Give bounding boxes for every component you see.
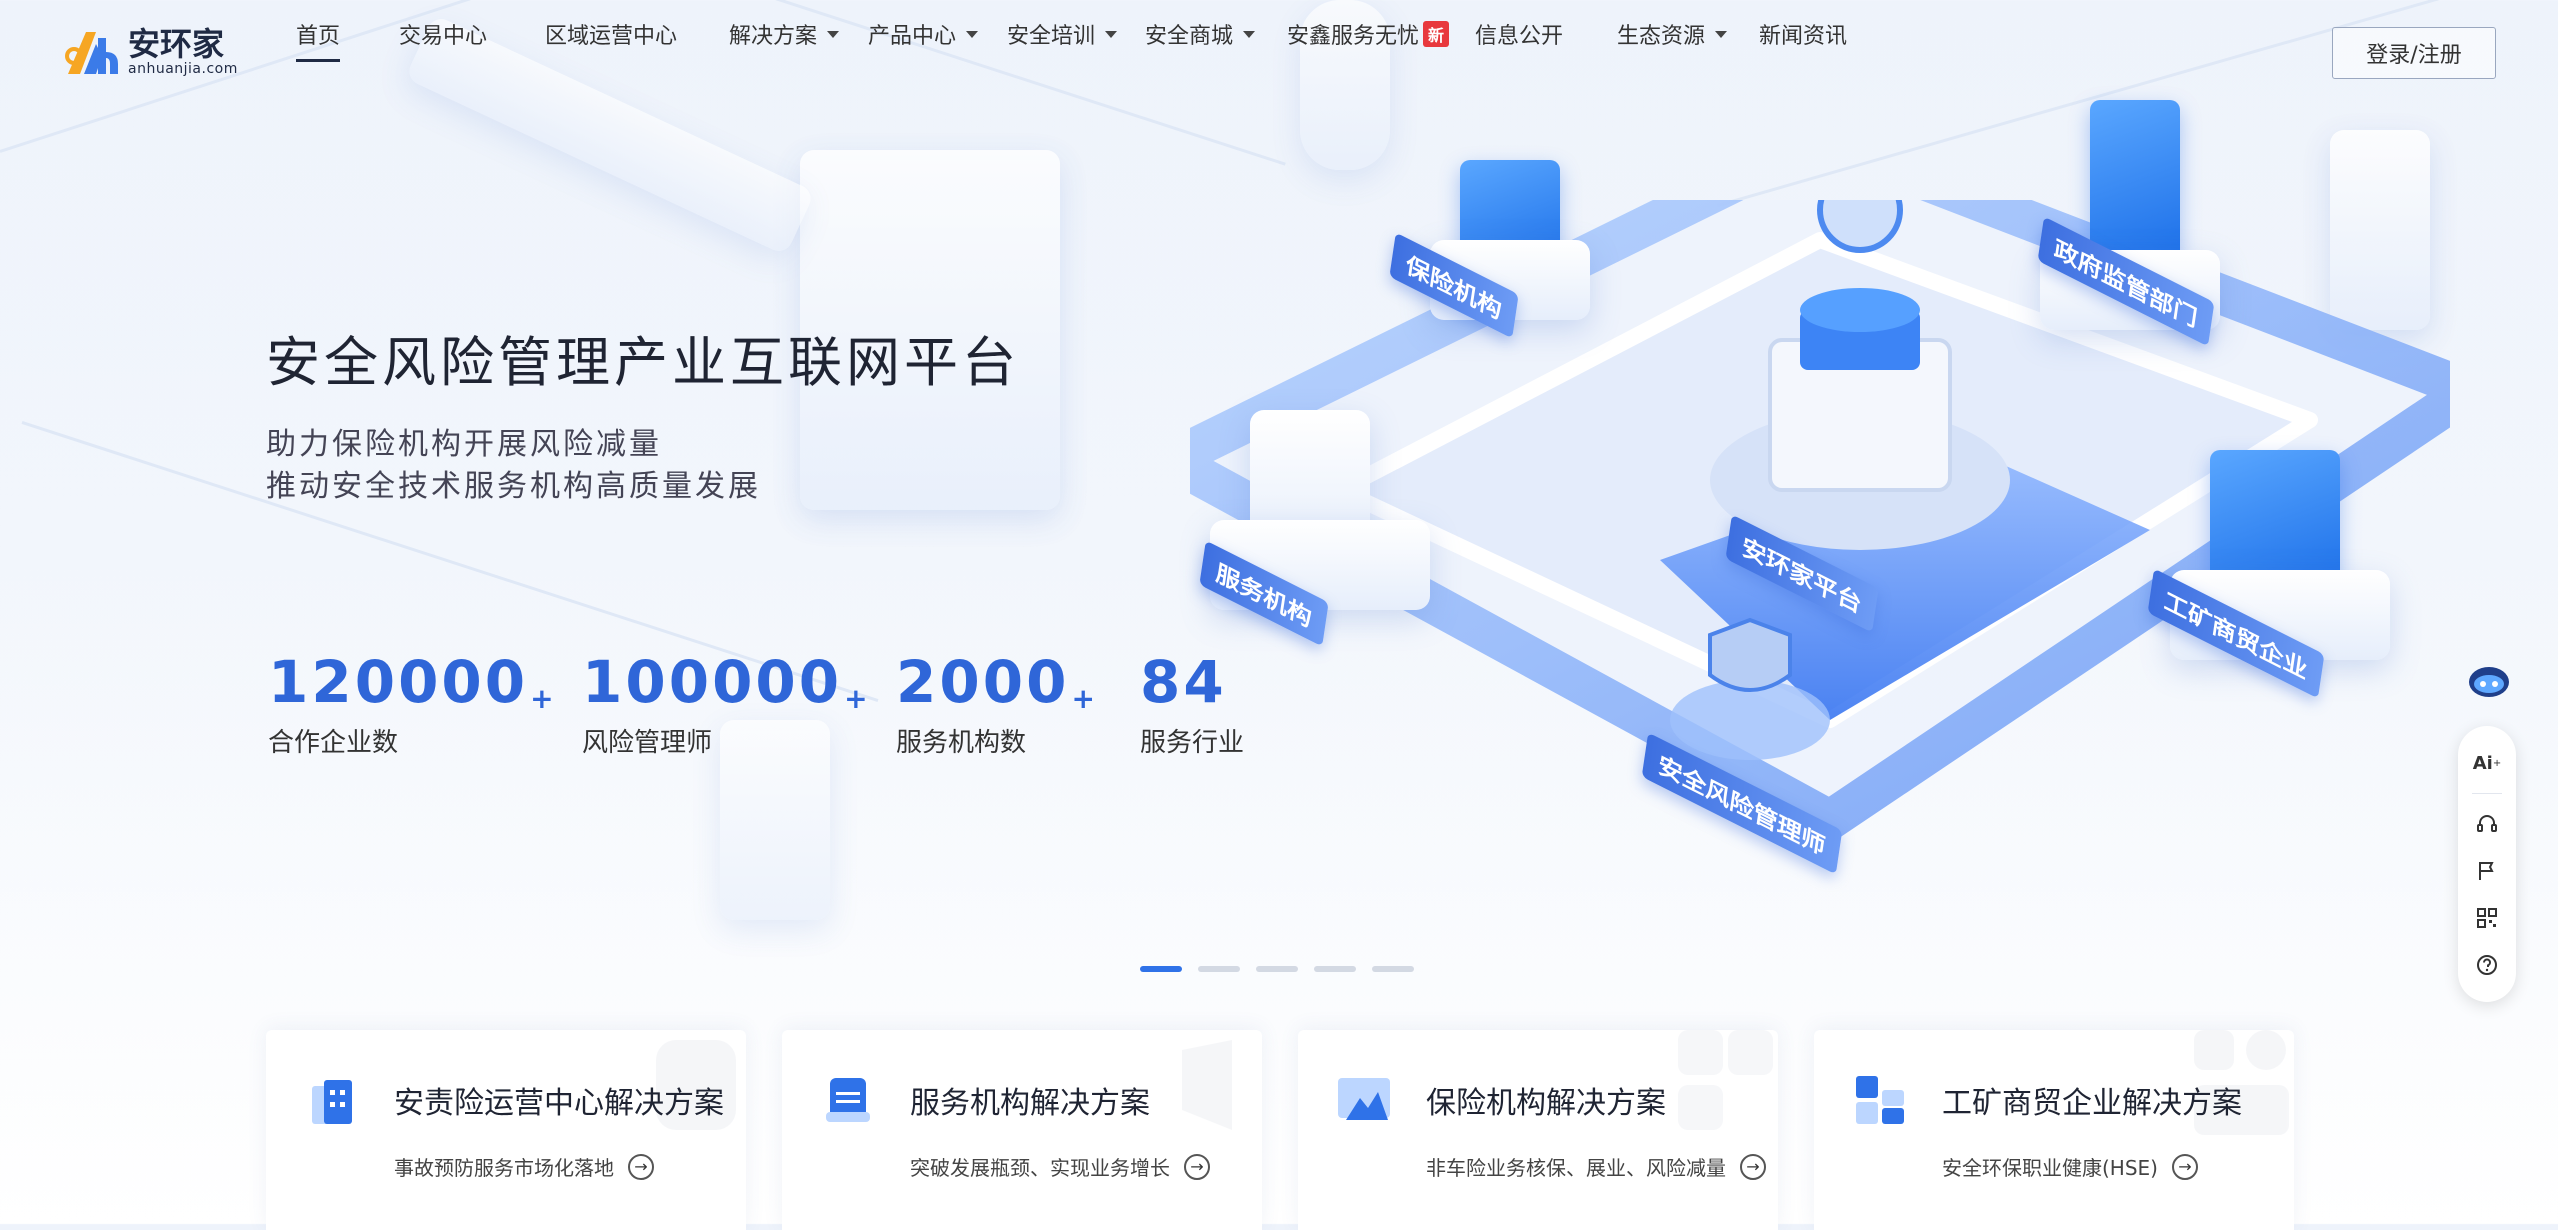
nav-info-public[interactable]: 信息公开	[1475, 24, 1564, 49]
carousel-indicators	[1140, 966, 1430, 972]
card-enterprise[interactable]: 工矿商贸企业解决方案 安全环保职业健康(HSE) →	[1814, 1030, 2294, 1230]
chevron-down-icon	[1715, 30, 1728, 38]
stat-industries: 84 服务行业	[1140, 648, 1244, 759]
card-title: 服务机构解决方案	[910, 1086, 1150, 1121]
card-desc: 非车险业务核保、展业、风险减量	[1426, 1156, 1726, 1180]
card-title: 保险机构解决方案	[1426, 1086, 1666, 1121]
nav-trade-center[interactable]: 交易中心	[399, 24, 488, 49]
nav-mall[interactable]: 安全商城	[1145, 18, 1256, 50]
card-watermark-icon	[1678, 1030, 1773, 1130]
stat-value: 84	[1140, 648, 1227, 716]
card-watermark-icon	[1182, 1040, 1232, 1130]
carousel-dot-5[interactable]	[1372, 966, 1414, 972]
chevron-down-icon	[827, 30, 840, 38]
hero-subtitle-line2: 推动安全技术服务机构高质量发展	[266, 469, 761, 504]
nav-ecosystem[interactable]: 生态资源	[1617, 18, 1728, 50]
stat-risk-managers: 100000+ 风险管理师	[582, 648, 871, 759]
stat-partner-enterprises: 120000+ 合作企业数	[268, 648, 557, 759]
arrow-right-icon[interactable]: →	[1184, 1153, 1210, 1180]
qrcode-icon[interactable]	[2470, 901, 2504, 935]
card-desc: 事故预防服务市场化落地	[394, 1156, 614, 1180]
card-watermark-icon	[656, 1040, 736, 1130]
floating-toolbar: Ai+	[2458, 726, 2516, 1002]
logo-name: 安环家	[128, 25, 225, 63]
platform-ring-graphic	[1150, 120, 2490, 960]
logo-mark-icon	[62, 24, 122, 80]
nav-news[interactable]: 新闻资讯	[1759, 24, 1848, 49]
stat-service-agencies: 2000+ 服务机构数	[896, 648, 1098, 759]
stat-label: 风险管理师	[582, 728, 713, 758]
carousel-dot-1[interactable]	[1140, 966, 1182, 972]
ai-icon[interactable]: Ai+	[2472, 752, 2502, 774]
label-service: 服务机构	[1199, 540, 1329, 647]
help-icon[interactable]	[2470, 948, 2504, 982]
label-government: 政府监管部门	[2037, 216, 2215, 347]
card-service-agency[interactable]: 服务机构解决方案 突破发展瓶颈、实现业务增长 →	[782, 1030, 1262, 1230]
stat-value: 100000	[582, 648, 843, 716]
stat-label: 服务行业	[1140, 728, 1245, 758]
flag-icon[interactable]	[2470, 854, 2504, 888]
stat-suffix: +	[844, 682, 871, 715]
robot-assistant-icon[interactable]	[2466, 664, 2512, 700]
chart-icon	[1334, 1070, 1394, 1130]
card-title: 安责险运营中心解决方案	[394, 1086, 724, 1121]
label-manager: 安全风险管理师	[1641, 732, 1843, 875]
carousel-dot-4[interactable]	[1314, 966, 1356, 972]
arrow-right-icon[interactable]: →	[1740, 1153, 1766, 1180]
login-register-button[interactable]: 登录/注册	[2332, 27, 2496, 79]
stat-label: 合作企业数	[268, 728, 399, 758]
card-insurance-operation-center[interactable]: 安责险运营中心解决方案 事故预防服务市场化落地 →	[266, 1030, 746, 1230]
chevron-down-icon	[1243, 30, 1256, 38]
document-icon	[818, 1070, 878, 1130]
site-header: 安环家 anhuanjia.com 首页 交易中心 区域运营中心 解决方案 产品…	[0, 0, 2558, 105]
logo-domain: anhuanjia.com	[128, 61, 238, 77]
chevron-down-icon	[966, 30, 979, 38]
card-watermark-icon	[2194, 1030, 2289, 1135]
card-desc: 安全环保职业健康(HSE)	[1942, 1156, 2158, 1180]
headset-icon[interactable]	[2470, 807, 2504, 841]
factory-icon	[1850, 1070, 1910, 1130]
label-platform: 安环家平台	[1725, 514, 1879, 633]
building-icon	[302, 1070, 362, 1130]
carousel-dot-3[interactable]	[1256, 966, 1298, 972]
hero-subtitle-line1: 助力保险机构开展风险减量	[266, 427, 662, 462]
hero-title: 安全风险管理产业互联网平台	[266, 331, 1020, 394]
nav-products[interactable]: 产品中心	[868, 18, 979, 50]
stat-suffix: +	[1071, 682, 1098, 715]
hero-subtitle: 助力保险机构开展风险减量 推动安全技术服务机构高质量发展	[266, 424, 761, 508]
nav-regional-center[interactable]: 区域运营中心	[545, 24, 678, 49]
label-insurance: 保险机构	[1389, 232, 1519, 339]
card-insurance-agency[interactable]: 保险机构解决方案 非车险业务核保、展业、风险减量 →	[1298, 1030, 1778, 1230]
card-title: 工矿商贸企业解决方案	[1942, 1086, 2242, 1121]
chevron-down-icon	[1105, 30, 1118, 38]
stat-value: 2000	[896, 648, 1070, 716]
stat-label: 服务机构数	[896, 728, 1027, 758]
arrow-right-icon[interactable]: →	[628, 1153, 654, 1180]
new-badge: 新	[1423, 21, 1450, 47]
card-desc: 突破发展瓶颈、实现业务增长	[910, 1156, 1170, 1180]
logo[interactable]: 安环家 anhuanjia.com	[62, 24, 238, 80]
label-enterprise: 工矿商贸企业	[2147, 568, 2325, 699]
nav-home[interactable]: 首页	[296, 18, 341, 62]
nav-solutions[interactable]: 解决方案	[729, 18, 840, 50]
nav-anxin-service[interactable]: 安鑫服务无忧新	[1287, 18, 1450, 50]
stat-suffix: +	[530, 682, 557, 715]
arrow-right-icon[interactable]: →	[2171, 1153, 2198, 1180]
nav-training[interactable]: 安全培训	[1007, 18, 1118, 50]
stat-value: 120000	[268, 648, 529, 716]
carousel-dot-2[interactable]	[1198, 966, 1240, 972]
